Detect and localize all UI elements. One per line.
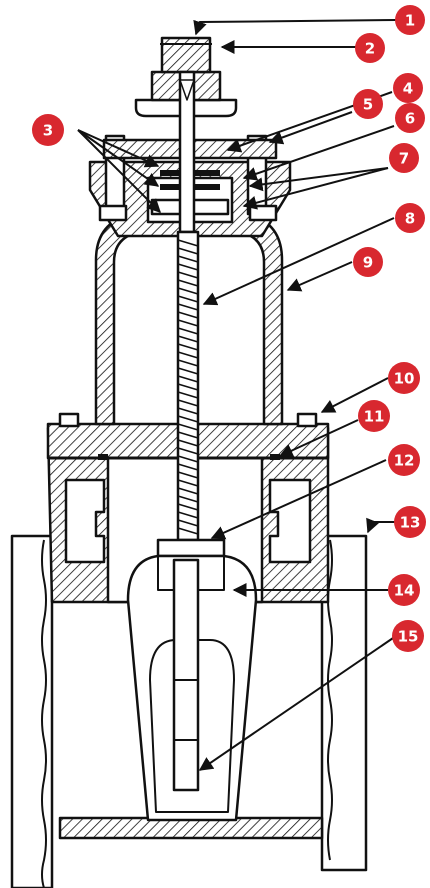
callout-badge (388, 444, 420, 476)
callout-badge (358, 400, 390, 432)
callout-badge (353, 247, 383, 277)
right-pipe-wall (320, 534, 368, 872)
callout-2: 2 (355, 33, 385, 63)
leader-lines (77, 19, 398, 771)
callout-9: 9 (353, 247, 383, 277)
callout-11: 11 (358, 400, 390, 432)
leader-10 (320, 377, 389, 413)
callout-label: 5 (363, 96, 373, 114)
callout-label: 14 (394, 582, 415, 600)
leader-3b (77, 129, 160, 187)
right-pocket (268, 478, 312, 564)
leader-6 (242, 125, 395, 181)
callout-badge (32, 114, 64, 146)
callout-label: 7 (399, 150, 409, 168)
callout-badge (392, 620, 424, 652)
left-pocket (64, 478, 106, 564)
callout-13: 13 (394, 506, 426, 538)
nut-left (98, 204, 128, 222)
stem-threads (177, 239, 199, 535)
callout-4: 4 (393, 73, 423, 103)
callouts: 1 2 3 4 5 6 7 8 (32, 5, 426, 652)
callout-label: 2 (365, 40, 375, 58)
callout-badge (355, 33, 385, 63)
callout-label: 15 (398, 628, 419, 646)
cap-top (160, 36, 212, 74)
leader-7b (242, 167, 389, 210)
valve-drawing (10, 36, 368, 888)
leader-5 (268, 111, 353, 145)
nut-right (248, 204, 278, 222)
callout-14: 14 (388, 574, 420, 606)
callout-12: 12 (388, 444, 420, 476)
callout-badge (393, 73, 423, 103)
callout-3: 3 (32, 114, 64, 146)
leader-7a (248, 167, 389, 192)
leader-11 (278, 419, 359, 458)
leader-12 (210, 459, 387, 540)
callout-label: 6 (405, 110, 415, 128)
callout-1: 1 (395, 5, 425, 35)
callout-badge (388, 574, 420, 606)
leader-3a (77, 129, 160, 168)
callout-badge (394, 506, 426, 538)
callout-10: 10 (388, 362, 420, 394)
callout-label: 12 (394, 452, 415, 470)
leader-1 (193, 19, 397, 36)
callout-badge (395, 203, 425, 233)
stem-nut-core (172, 558, 200, 792)
leader-13 (366, 517, 398, 534)
callout-label: 11 (364, 408, 385, 426)
callout-6: 6 (395, 103, 425, 133)
callout-5: 5 (353, 89, 383, 119)
left-pipe-wall-inner-wave (41, 539, 47, 888)
callout-label: 13 (400, 514, 421, 532)
gasket-right (270, 454, 280, 460)
callout-badge (388, 362, 420, 394)
callout-label: 9 (363, 254, 373, 272)
leader-15 (198, 635, 397, 771)
gasket-left (98, 454, 108, 460)
leader-3c (77, 129, 161, 213)
flange-bolt-left (58, 412, 80, 428)
callout-label: 3 (43, 122, 53, 140)
callout-badge (395, 103, 425, 133)
leader-8 (202, 217, 395, 306)
callout-label: 10 (394, 370, 415, 388)
wedge-nut (156, 538, 226, 558)
callout-7: 7 (389, 143, 419, 173)
leader-9 (286, 261, 353, 292)
callout-badge (389, 143, 419, 173)
callout-15: 15 (392, 620, 424, 652)
callout-8: 8 (395, 203, 425, 233)
callout-badge (353, 89, 383, 119)
callout-label: 1 (405, 12, 415, 30)
callout-badge (395, 5, 425, 35)
flange-bolt-right (296, 412, 318, 428)
callout-label: 8 (405, 210, 415, 228)
callout-label: 4 (403, 80, 413, 98)
